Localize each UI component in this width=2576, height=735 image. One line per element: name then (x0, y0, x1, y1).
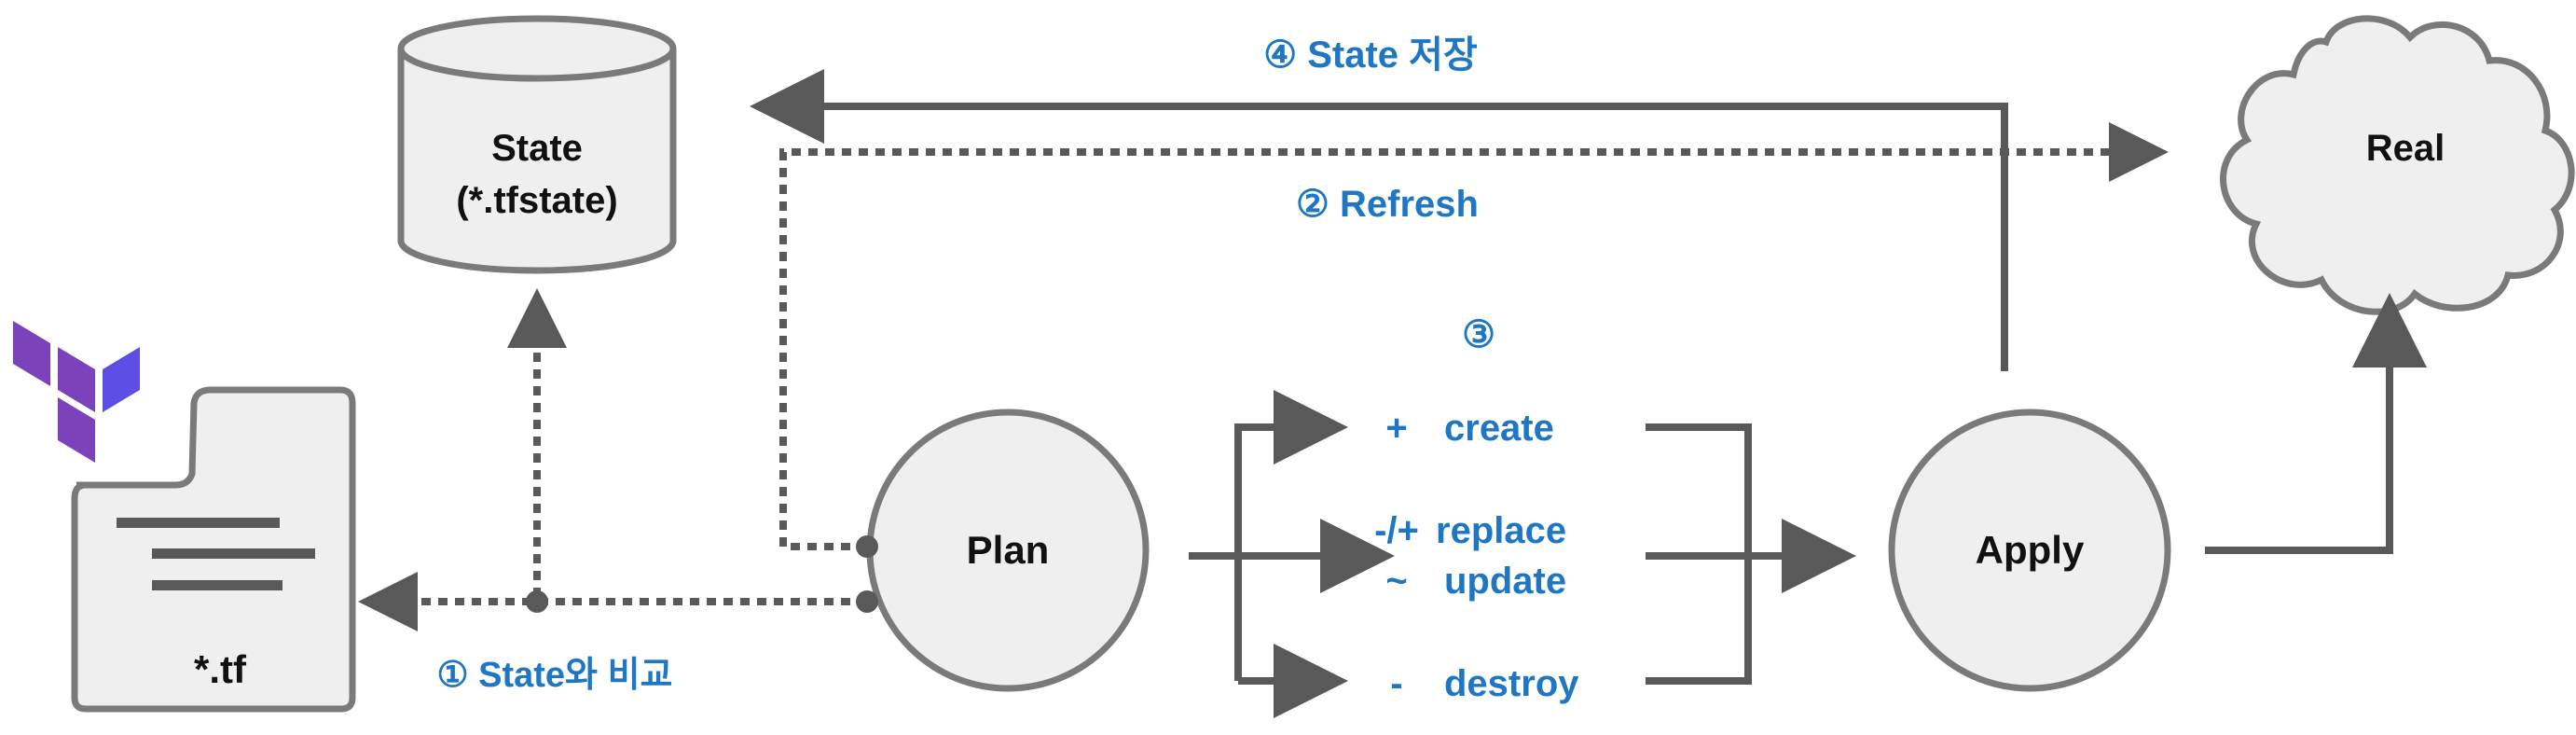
actions-to-apply-connector (1646, 423, 1856, 685)
step-actions-label: ③ (1462, 314, 1495, 355)
plan-to-actions-connector (1189, 390, 1395, 718)
terraform-logo-icon (13, 321, 140, 463)
plan-label: Plan (967, 528, 1050, 572)
file-line-2 (152, 548, 315, 559)
step-compare-label: ① State와 비교 (437, 656, 673, 695)
action-replace-label: replace (1436, 510, 1566, 551)
state-title: State (491, 128, 583, 169)
real-cloud-node: Real (2220, 15, 2575, 315)
file-line-1 (117, 518, 280, 528)
tf-file-node: *.tf (71, 386, 356, 713)
real-label: Real (2366, 128, 2445, 169)
plan-port-dot-2 (856, 535, 878, 558)
action-replace-symbol: -/+ (1374, 510, 1419, 551)
plan-port-dot (856, 590, 878, 613)
junction-dot (526, 590, 548, 613)
save-state-connector (750, 69, 2008, 371)
state-subtitle: (*.tfstate) (456, 180, 617, 221)
action-destroy-symbol: - (1390, 663, 1402, 704)
action-create-symbol: + (1385, 408, 1407, 449)
action-update-label: update (1444, 561, 1566, 602)
tf-file-label: *.tf (194, 647, 247, 691)
action-update-symbol: ~ (1385, 561, 1407, 602)
apply-label: Apply (1976, 528, 2085, 572)
action-create-label: create (1444, 408, 1554, 449)
apply-to-real-connector (2205, 293, 2427, 554)
file-line-3 (152, 580, 282, 590)
action-list: + create -/+ replace ~ update - destroy (1374, 408, 1579, 704)
apply-node: Apply (1888, 409, 2171, 692)
state-node: State (*.tfstate) (397, 15, 677, 274)
refresh-connector (779, 122, 2169, 558)
step-save-state-label: ④ State 저장 (1263, 35, 1478, 76)
plan-node: Plan (866, 409, 1150, 692)
compare-connector (358, 288, 878, 631)
action-destroy-label: destroy (1444, 663, 1579, 704)
step-refresh-label: ② Refresh (1296, 184, 1479, 225)
